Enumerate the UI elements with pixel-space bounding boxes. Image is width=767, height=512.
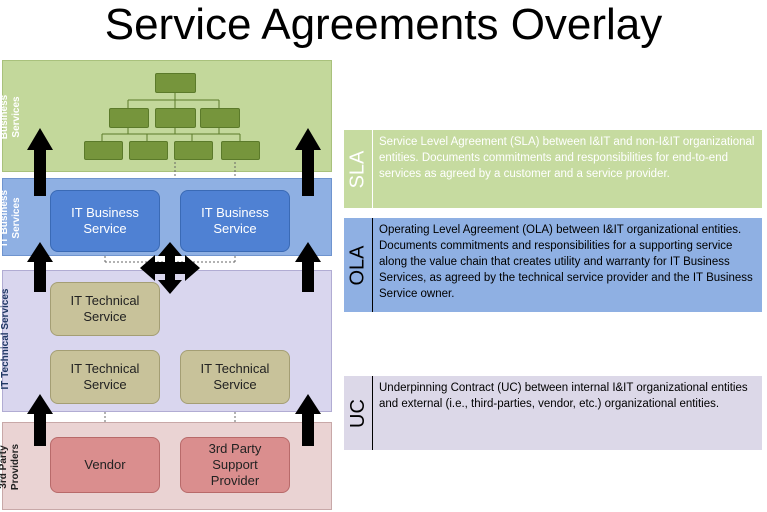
- four-way-arrow-icon: [140, 242, 200, 294]
- it-technical-service-box-left: IT Technical Service: [50, 350, 160, 404]
- ola-description: Operating Level Agreement (OLA) between …: [379, 224, 753, 300]
- uc-tag: UC: [344, 376, 373, 450]
- ola-tag-label: OLA: [346, 244, 369, 286]
- uc-tag-label: UC: [346, 398, 369, 428]
- ola-tag: OLA: [344, 218, 373, 312]
- vendor-box: Vendor: [50, 437, 160, 493]
- org-node-l3-2: [129, 141, 168, 160]
- sla-description: Service Level Agreement (SLA) between I&…: [379, 136, 755, 180]
- org-node-root: [155, 73, 196, 93]
- up-arrow-icon: [27, 128, 53, 196]
- up-arrow-icon: [295, 128, 321, 196]
- third-party-support-provider-box: 3rd Party Support Provider: [180, 437, 290, 493]
- it-business-service-box-2: IT Business Service: [180, 190, 290, 252]
- sla-panel: SLA Service Level Agreement (SLA) betwee…: [344, 130, 762, 208]
- org-node-l3-1: [84, 141, 123, 160]
- sla-tag: SLA: [344, 130, 373, 208]
- uc-description: Underpinning Contract (UC) between inter…: [379, 382, 748, 410]
- up-arrow-icon: [295, 394, 321, 446]
- org-node-l2-1: [109, 108, 149, 128]
- sla-tag-label: SLA: [346, 150, 369, 188]
- page-title: Service Agreements Overlay: [104, 0, 663, 49]
- it-business-service-box-1: IT Business Service: [50, 190, 160, 252]
- org-node-l3-3: [174, 141, 213, 160]
- up-arrow-icon: [27, 242, 53, 292]
- it-technical-service-box-right: IT Technical Service: [180, 350, 290, 404]
- org-node-l2-3: [200, 108, 240, 128]
- ola-panel: OLA Operating Level Agreement (OLA) betw…: [344, 218, 762, 312]
- org-node-l3-4: [221, 141, 260, 160]
- uc-panel: UC Underpinning Contract (UC) between in…: [344, 376, 762, 450]
- up-arrow-icon: [27, 394, 53, 446]
- it-technical-service-box-top: IT Technical Service: [50, 282, 160, 336]
- up-arrow-icon: [295, 242, 321, 292]
- org-node-l2-2: [155, 108, 196, 128]
